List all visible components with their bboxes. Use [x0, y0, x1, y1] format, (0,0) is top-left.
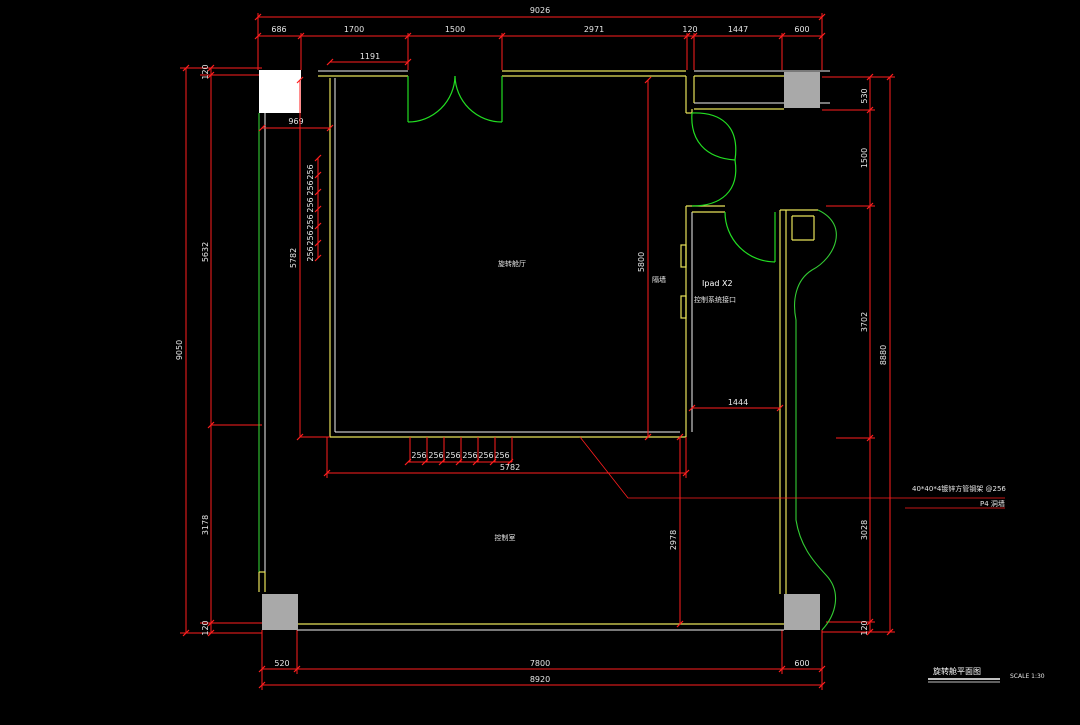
left-bottom-small-label: 120: [201, 620, 210, 635]
top-seg-5: 120: [682, 25, 697, 34]
left-dimension-chain: 9050 120 5632 3178 120: [175, 64, 262, 637]
inner-height-label: 5800: [637, 252, 646, 272]
top-seg-1: 686: [271, 25, 286, 34]
inner-left-rep-6: 256: [306, 246, 315, 261]
bottom-seg-1: 520: [274, 659, 289, 668]
outer-walls: [258, 70, 837, 631]
top-total-label: 9026: [530, 6, 550, 15]
curved-right-wall: [794, 209, 837, 631]
bottom-seg-2: 7800: [530, 659, 550, 668]
side-double-door: [691, 112, 737, 207]
top-seg-2: 1700: [344, 25, 364, 34]
right-seg-3: 3702: [860, 312, 869, 332]
interface-label: 控制系统接口: [694, 295, 736, 304]
inner-dimensions: 969 5782 256 256 256 256 256 256 256 256…: [258, 76, 784, 628]
left-top-small-label: 120: [201, 64, 210, 79]
main-double-door: [407, 75, 503, 123]
top-dimension-chain: 9026 686 1700 1500 2971 120 1447 600 1: [254, 6, 826, 70]
left-upper-label: 5632: [201, 242, 210, 262]
right-seg-4: 3028: [860, 520, 869, 540]
bottom-seg-3: 600: [794, 659, 809, 668]
bottom-dimension-chain: 520 7800 600 8920: [258, 630, 826, 690]
top-seg-4: 2971: [584, 25, 604, 34]
inner-left-label: 5782: [289, 248, 298, 268]
inner-left-rep-2: 256: [306, 180, 315, 195]
corridor-width-label: 1444: [728, 398, 748, 407]
top-sub-label: 1191: [360, 52, 380, 61]
below-col-label: 969: [288, 117, 303, 126]
bottom-total-label: 8920: [530, 675, 550, 684]
left-lower-label: 3178: [201, 515, 210, 535]
ipad-label: Ipad X2: [702, 279, 733, 288]
right-total-label: 8880: [879, 345, 888, 365]
side-wall-label: 隔墙: [652, 275, 666, 284]
column-bottom-left: [262, 594, 298, 630]
note-steel-frame: 40*40*4镀锌方管钢架 @256: [912, 484, 1006, 493]
drawing-scale: SCALE 1:30: [1010, 673, 1045, 680]
top-seg-6: 1447: [728, 25, 748, 34]
lower-room-height-label: 2978: [669, 530, 678, 550]
left-total-label: 9050: [175, 340, 184, 360]
note-wall: P4 洞墙: [980, 499, 1005, 508]
inner-left-rep-5: 256: [306, 230, 315, 245]
inner-left-rep-1: 256: [306, 164, 315, 179]
right-seg-2: 1500: [860, 148, 869, 168]
top-segment-ticks: [254, 32, 826, 70]
lower-room-label: 控制室: [495, 533, 516, 542]
top-seg-7: 600: [794, 25, 809, 34]
right-seg-1: 530: [860, 88, 869, 103]
inner-left-rep-3: 256: [306, 197, 315, 212]
top-seg-3: 1500: [445, 25, 465, 34]
inner-bottom-label: 5782: [500, 463, 520, 472]
hall-label: 旋转舱厅: [498, 259, 526, 268]
column-top-left: [259, 70, 301, 113]
annotation-leaders: [579, 436, 1005, 509]
right-dimension-chain: 8880 530 1500 3702 3028 120: [822, 73, 895, 636]
corridor-door: [724, 211, 776, 263]
column-bottom-right: [784, 594, 820, 630]
title-block: 旋转舱平面图 SCALE 1:30: [928, 666, 1045, 683]
inner-left-rep-4: 256: [306, 214, 315, 229]
column-top-right: [784, 72, 820, 108]
inner-bottom-rep-6: 256: [494, 451, 509, 460]
right-seg-5: 120: [860, 620, 869, 635]
inner-bottom-rep-2: 256: [428, 451, 443, 460]
drawing-title: 旋转舱平面图: [933, 666, 981, 676]
inner-bottom-rep-4: 256: [462, 451, 477, 460]
inner-bottom-rep-5: 256: [478, 451, 493, 460]
inner-bottom-rep-1: 256: [411, 451, 426, 460]
inner-hall: [329, 78, 725, 438]
inner-bottom-rep-3: 256: [445, 451, 460, 460]
